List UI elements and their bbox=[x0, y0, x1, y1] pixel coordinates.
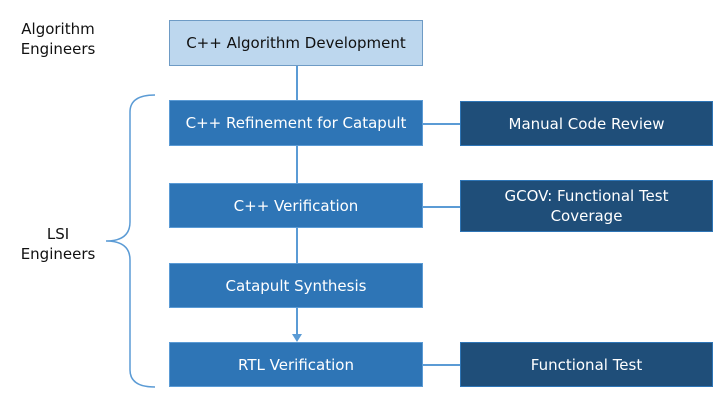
check-manual-code-review: Manual Code Review bbox=[460, 101, 713, 146]
algorithm-engineers-line-2: Engineers bbox=[20, 40, 96, 58]
lsi-engineers-line-1: LSI bbox=[46, 225, 70, 243]
flow-step-label: C++ Refinement for Catapult bbox=[185, 114, 407, 132]
arrowhead-4-5 bbox=[292, 334, 302, 342]
flow-step-cpp-verification: C++ Verification bbox=[169, 183, 423, 228]
lsi-brace bbox=[105, 94, 156, 388]
algorithm-engineers-line-1: Algorithm bbox=[21, 20, 95, 38]
flow-step-label: Catapult Synthesis bbox=[225, 276, 367, 295]
flow-step-rtl-verification: RTL Verification bbox=[169, 342, 423, 387]
flow-step-algorithm-development: C++ Algorithm Development bbox=[169, 20, 423, 66]
check-label: Manual Code Review bbox=[508, 114, 665, 133]
check-label: Functional Test bbox=[530, 355, 643, 374]
check-functional-test: Functional Test bbox=[460, 342, 713, 387]
flow-step-refinement: C++ Refinement for Catapult bbox=[169, 100, 423, 146]
algorithm-engineers-label: Algorithm Engineers bbox=[8, 19, 108, 59]
flow-step-catapult-synthesis: Catapult Synthesis bbox=[169, 263, 423, 308]
flow-step-label: C++ Algorithm Development bbox=[186, 34, 406, 52]
flow-step-label: C++ Verification bbox=[233, 196, 359, 215]
check-label: GCOV: Functional Test Coverage bbox=[504, 187, 669, 225]
check-gcov-coverage: GCOV: Functional Test Coverage bbox=[460, 180, 713, 232]
lsi-engineers-line-2: Engineers bbox=[20, 245, 96, 263]
lsi-engineers-label: LSI Engineers bbox=[8, 224, 108, 264]
flow-step-label: RTL Verification bbox=[238, 355, 354, 374]
